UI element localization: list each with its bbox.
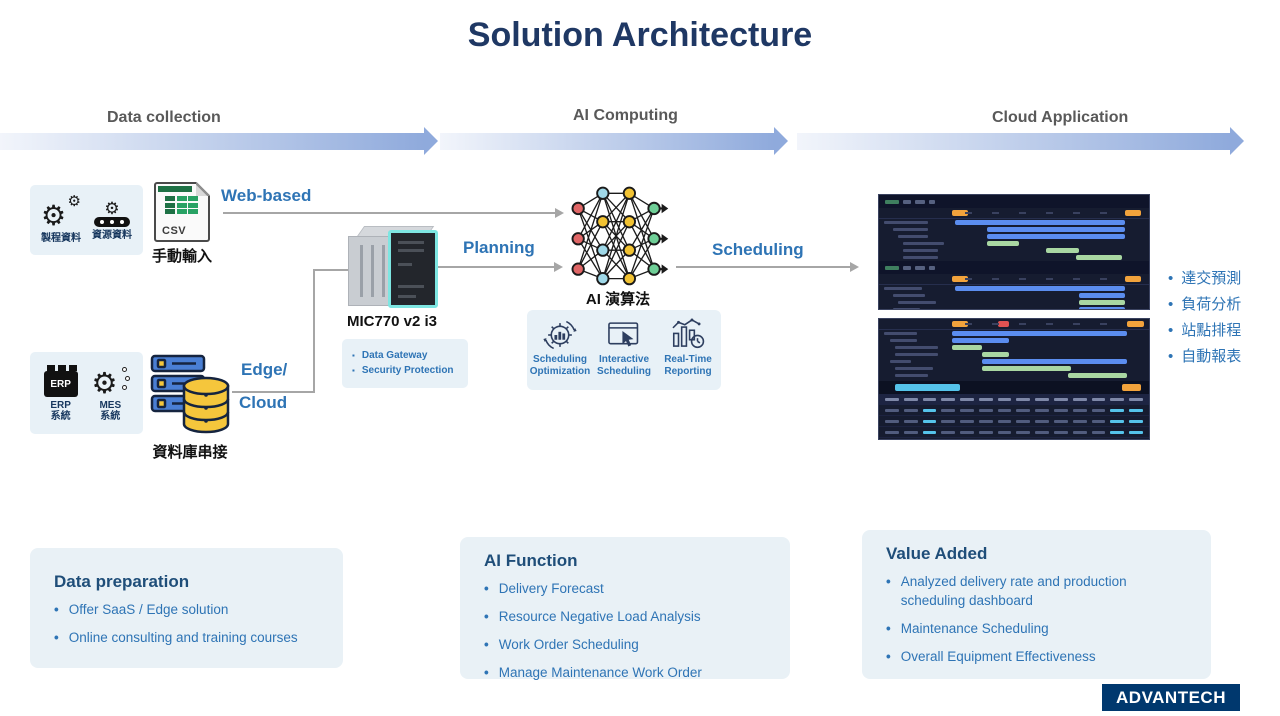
ai-function-box: AI Function Delivery Forecast Resource N… — [460, 537, 790, 682]
bullet-online-consulting: Online consulting and training courses — [54, 628, 319, 647]
process-data-item: ⚙⚙ 製程資料 — [41, 193, 81, 244]
optimization-gear-icon — [543, 320, 577, 350]
web-based-label: Web-based — [221, 186, 312, 205]
edge-cloud-connector-h — [232, 391, 315, 393]
bullet-oee: Overall Equipment Effectiveness — [886, 647, 1187, 666]
erp-icon: ERP — [43, 365, 78, 397]
benefit-delivery-forecast: 達交預測 — [1168, 266, 1241, 292]
bullet-maintenance-work-order: Manage Maintenance Work Order — [484, 663, 766, 682]
realtime-report-icon — [672, 318, 705, 349]
bullet-dashboard-analysis: Analyzed delivery rate and production sc… — [886, 572, 1186, 610]
flow-arrow-2 — [440, 127, 788, 155]
feature-data-gateway: Data Gateway — [352, 348, 468, 363]
web-based-connector-line — [223, 208, 564, 218]
ai-function-title: AI Function — [484, 551, 578, 570]
cloud-benefits-list: 達交預測 負荷分析 站點排程 自動報表 — [1168, 266, 1241, 370]
bullet-saas-edge: Offer SaaS / Edge solution — [54, 600, 319, 619]
process-data-panel: ⚙⚙ 製程資料 ⚙ 資源資料 — [30, 185, 143, 255]
benefit-load-analysis: 負荷分析 — [1168, 292, 1241, 318]
resource-data-item: ⚙ 資源資料 — [92, 200, 132, 241]
advantech-logo: ADVANTECH — [1102, 684, 1240, 711]
bullet-delivery-forecast: Delivery Forecast — [484, 579, 766, 598]
stage-label-data-collection: Data collection — [107, 109, 221, 126]
value-added-box: Value Added Analyzed delivery rate and p… — [862, 530, 1211, 679]
interactive-click-icon — [608, 322, 639, 347]
edge-cloud-connector-top — [313, 269, 359, 271]
dashboard-screenshot-gantt — [878, 194, 1150, 310]
planning-label: Planning — [463, 238, 535, 257]
bullet-maintenance-scheduling: Maintenance Scheduling — [886, 619, 1187, 638]
gears-icon: ⚙⚙ — [41, 193, 81, 231]
bullet-work-order-scheduling: Work Order Scheduling — [484, 635, 766, 654]
resource-data-label: 資源資料 — [92, 229, 132, 241]
feature-security-protection: Security Protection — [352, 363, 468, 378]
value-added-title: Value Added — [886, 544, 988, 563]
scheduling-connector-line — [676, 262, 859, 272]
benefit-station-scheduling: 站點排程 — [1168, 318, 1241, 344]
csv-file-label: CSV — [162, 225, 187, 237]
conveyor-icon: ⚙ — [92, 200, 132, 227]
edge-cloud-connector-v — [313, 269, 315, 393]
neural-network-icon — [571, 186, 669, 286]
mes-icon: ⚙ — [91, 364, 131, 399]
planning-connector-line — [438, 262, 563, 272]
data-preparation-title: Data preparation — [54, 572, 190, 591]
device-features-panel: Data Gateway Security Protection — [342, 339, 468, 388]
dashboard-screenshot-gantt-table — [878, 318, 1150, 440]
stage-label-cloud-application: Cloud Application — [992, 109, 1129, 126]
page-title: Solution Architecture — [467, 16, 813, 54]
cloud-label: Cloud — [239, 393, 288, 412]
bullet-resource-load: Resource Negative Load Analysis — [484, 607, 766, 626]
manual-input-caption: 手動輸入 — [151, 248, 212, 265]
stage-label-ai-computing: AI Computing — [573, 107, 678, 124]
csv-file-icon: CSV — [154, 182, 210, 242]
server-database-icon — [150, 354, 230, 434]
flow-arrow-3 — [797, 127, 1244, 155]
edge-label: Edge/ — [241, 360, 288, 379]
benefit-auto-report: 自動報表 — [1168, 344, 1241, 370]
ai-algorithm-label: AI 演算法 — [585, 291, 651, 308]
process-data-label: 製程資料 — [41, 233, 81, 244]
device-model-label: MIC770 v2 i3 — [346, 313, 438, 330]
scheduling-label: Scheduling — [712, 240, 804, 259]
mic770-device-image — [346, 226, 440, 310]
flow-arrow-1 — [0, 127, 438, 155]
database-link-caption: 資料庫串接 — [152, 444, 228, 461]
data-preparation-box: Data preparation Offer SaaS / Edge solut… — [30, 548, 343, 668]
